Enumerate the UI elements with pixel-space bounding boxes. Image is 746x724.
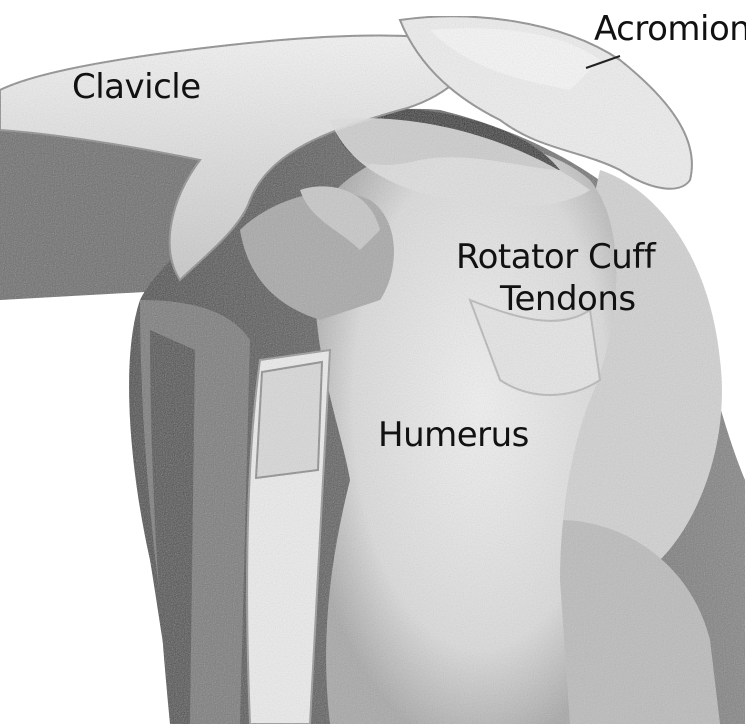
rotator-cuff-label-line2: Tendons: [456, 282, 655, 316]
acromion-label: Acromion: [594, 12, 746, 46]
left-muscle-band-dark: [150, 330, 195, 724]
clavicle-label: Clavicle: [72, 70, 201, 104]
rotator-cuff-label: Rotator Cuff Tendons: [456, 240, 655, 316]
tendon-band: [256, 362, 322, 478]
rotator-cuff-label-line1: Rotator Cuff: [456, 240, 655, 274]
humerus-label: Humerus: [378, 418, 529, 452]
